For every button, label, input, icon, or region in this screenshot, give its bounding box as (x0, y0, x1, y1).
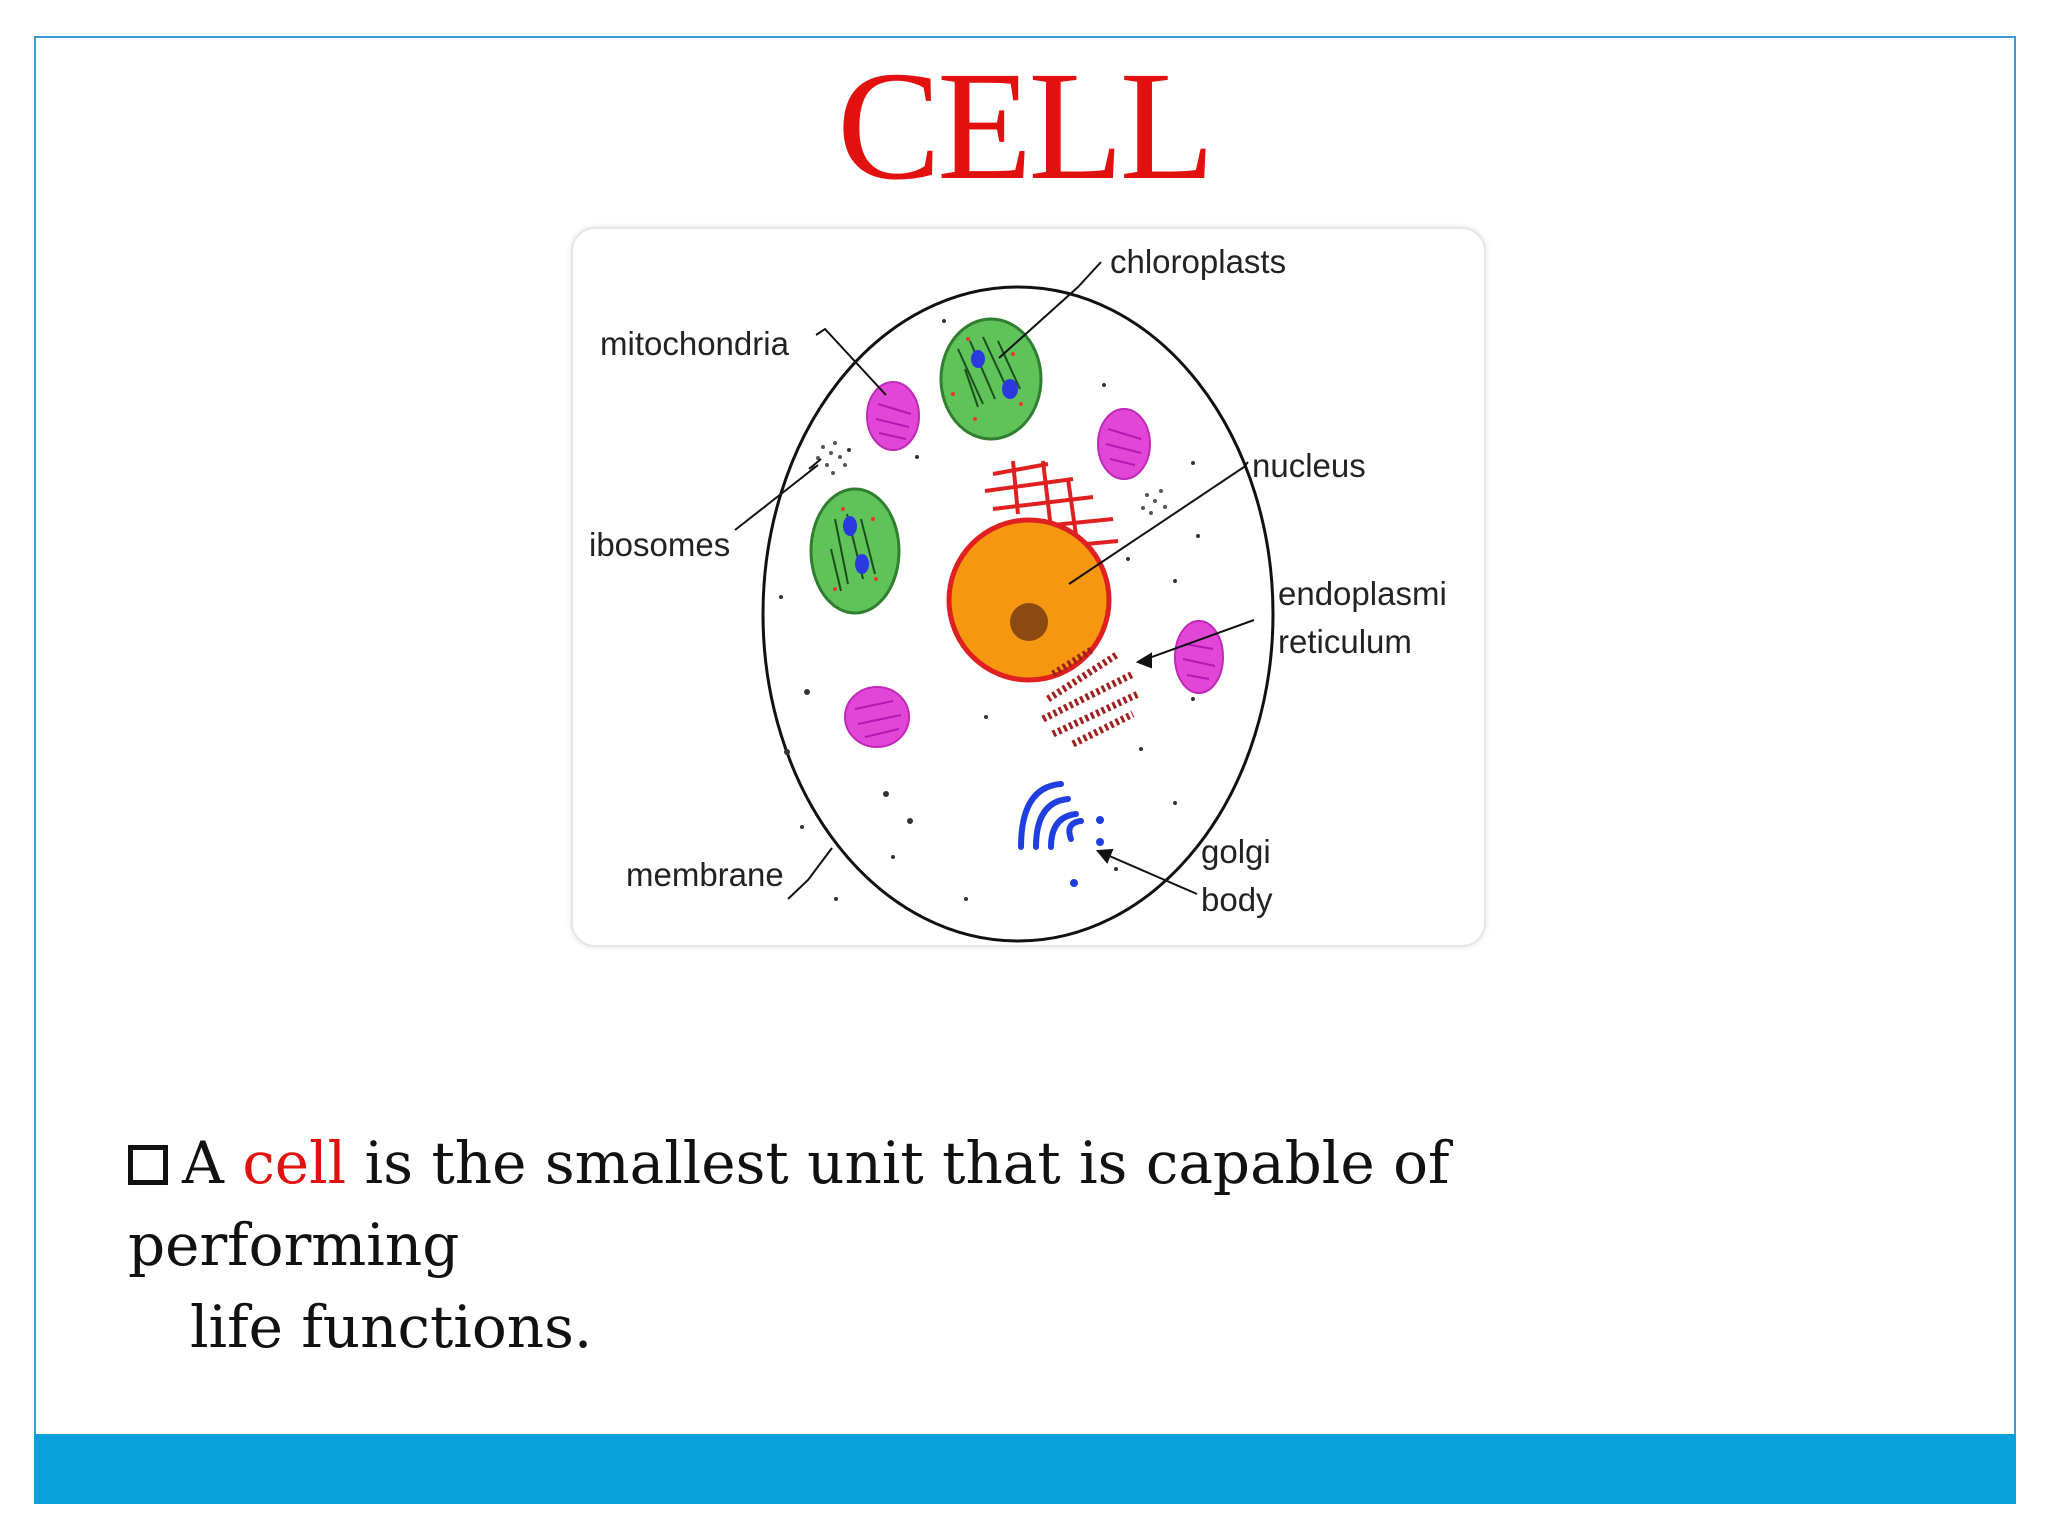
label-membrane: membrane (626, 856, 784, 893)
chloroplast-left (809, 487, 901, 615)
mitochondrion (844, 381, 1224, 748)
label-chloroplasts: chloroplasts (1110, 243, 1286, 280)
nucleus (946, 517, 1112, 683)
label-body: body (1201, 881, 1273, 918)
highlight-word: cell (242, 1129, 347, 1197)
label-ribosomes: ibosomes (589, 526, 730, 563)
label-endoplasmic: endoplasmi (1278, 575, 1447, 612)
ribosome-cluster (811, 441, 1167, 515)
label-leader-lines (734, 261, 1255, 900)
sentence-line2: life functions. (190, 1293, 593, 1361)
cytoplasm-dots (779, 319, 1200, 901)
label-mitochondria: mitochondria (600, 325, 790, 362)
sentence-part2: is the smallest unit that is capable of … (128, 1129, 1450, 1279)
definition-paragraph: A cell is the smallest unit that is capa… (128, 1122, 1728, 1368)
label-nucleus: nucleus (1252, 447, 1366, 484)
label-golgi: golgi (1201, 833, 1271, 870)
label-reticulum: reticulum (1278, 623, 1412, 660)
slide-title: CELL (837, 39, 1215, 212)
footer-bar (34, 1434, 2016, 1504)
endoplasmic-reticulum-rough (1041, 646, 1140, 748)
chloroplast-top (939, 317, 1043, 441)
sentence-part1: A (182, 1129, 243, 1197)
golgi-body (1018, 781, 1084, 850)
nucleolus (1010, 603, 1048, 641)
cell-diagram: chloroplasts mitochondria ibosomes nucle… (571, 227, 1486, 947)
checkbox-bullet-icon (128, 1145, 168, 1185)
